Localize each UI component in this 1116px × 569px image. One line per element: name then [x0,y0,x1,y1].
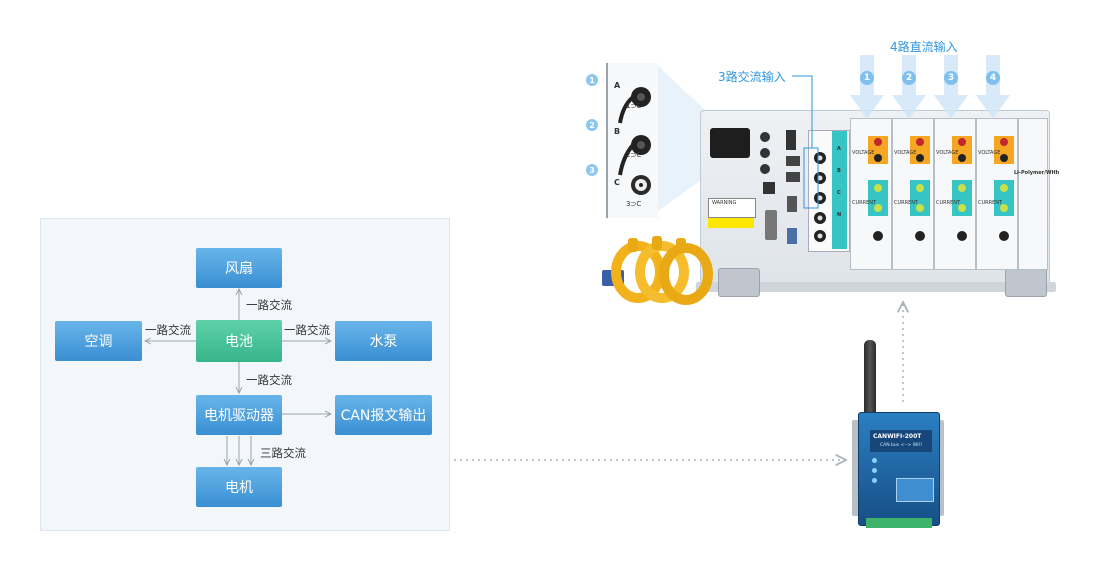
gateway-front-panel [870,430,932,452]
strip-label-n: N [837,212,842,218]
bnc-1a-icon [814,152,826,164]
edge-label-battery-ac: 一路交流 [145,323,191,337]
dc-terminals-3 [952,136,972,241]
inset-code-3: 3⊃C [626,200,642,208]
inset-letter-c: C [614,178,620,187]
zoom-wedge [655,63,708,213]
inset-letter-b: B [614,127,621,136]
dc1-voltage-label: VOLTAGE [852,150,875,156]
node-can-output: CAN报文输出 [335,395,432,435]
bnc-connectors-zoom [618,87,651,195]
gateway-terminal-block [866,518,932,528]
dc2-voltage-label: VOLTAGE [894,150,917,156]
node-ac: 空调 [55,321,142,361]
dc2-current-label: CURRENT [894,200,919,206]
bnc-b-icon [618,135,651,176]
analyzer-foot-left [718,268,760,297]
dc-arrow-2 [892,55,926,119]
port-lan [763,182,775,194]
inset-code-1: 1⊃C [626,102,642,110]
node-pump: 水泵 [335,321,432,361]
dc-input-arrows [850,55,1010,119]
power-socket [710,128,750,158]
ac-channel-badge-1: 1 [586,74,598,86]
dc-channel-badge-4: 4 [986,71,1000,85]
gateway-info-panel [896,478,934,502]
module-name-label: Li-Polymer/WHh [1014,170,1060,176]
warning-sticker [708,218,754,228]
node-motor: 电机 [196,467,282,507]
edge-label-battery-pump: 一路交流 [284,323,330,337]
dc-arrow-3 [934,55,968,119]
dc3-current-label: CURRENT [936,200,961,206]
bnc-3-icon [814,230,826,242]
strip-label-c: C [837,190,841,196]
dc-channel-badge-2: 2 [902,71,916,85]
dc-terminals-1 [868,136,888,241]
edge-label-battery-driver: 一路交流 [246,373,292,387]
dc-channel-badge-1: 1 [860,71,874,85]
dc-inputs-callout: 4路直流输入 [890,40,958,54]
strip-label-a: A [837,146,841,152]
dc4-voltage-label: VOLTAGE [978,150,1001,156]
port-round-2 [760,148,770,158]
dc-module-terminals [868,136,1014,241]
analyzer-base [696,282,1056,292]
port-vga [787,228,797,244]
status-led-3 [872,478,877,483]
ac-input-teal-strip [832,131,847,249]
port-round-1 [760,132,770,142]
ac-bnc-connectors [814,152,826,242]
bnc-a-icon [618,87,651,124]
port-hdmi [786,130,796,150]
status-led-1 [872,458,877,463]
port-gpib [765,210,777,240]
ac-inputs-callout: 3路交流输入 [718,70,786,84]
gateway-subtitle-label: CAN bus <--> WiFi [880,443,922,448]
gateway-mount-left [852,420,860,516]
dc-terminals-4 [994,136,1014,241]
ac-channel-badge-3: 3 [586,164,598,176]
ac-callout-bracket [792,75,819,209]
strip-label-b: B [837,168,841,174]
node-battery: 电池 [196,320,282,362]
dc-arrow-4 [976,55,1010,119]
bnc-c-icon [631,175,651,195]
gateway-mount-right [936,420,944,516]
current-clamps [602,236,713,305]
end-module [1018,118,1048,270]
warning-label: WARNING [712,200,737,206]
dc-arrow-1 [850,55,884,119]
node-fan: 风扇 [196,248,282,288]
port-usb-1 [786,156,800,166]
inset-letter-a: A [614,81,621,90]
dc-channel-badge-3: 3 [944,71,958,85]
inset-code-2: 2⊃C [626,151,642,159]
dc4-current-label: CURRENT [978,200,1003,206]
bnc-2-icon [814,212,826,224]
bnc-1c-icon [814,192,826,204]
wifi-antenna [864,340,876,424]
bnc-1b-icon [814,172,826,184]
dc3-voltage-label: VOLTAGE [936,150,959,156]
ac-input-zoom-inset [606,63,658,218]
warning-label-area [708,198,756,218]
gateway-model-label: CANWIFI-200T [873,433,922,440]
ac-channel-badge-2: 2 [586,119,598,131]
edge-label-driver-motor: 三路交流 [260,446,306,460]
dc-terminals-2 [910,136,930,241]
port-usb-2 [786,172,800,182]
port-db9 [787,196,797,212]
dc1-current-label: CURRENT [852,200,877,206]
status-led-2 [872,468,877,473]
port-round-3 [760,164,770,174]
edge-label-battery-fan: 一路交流 [246,298,292,312]
analyzer-foot-right [1005,268,1047,297]
node-motor-driver: 电机驱动器 [196,395,282,435]
